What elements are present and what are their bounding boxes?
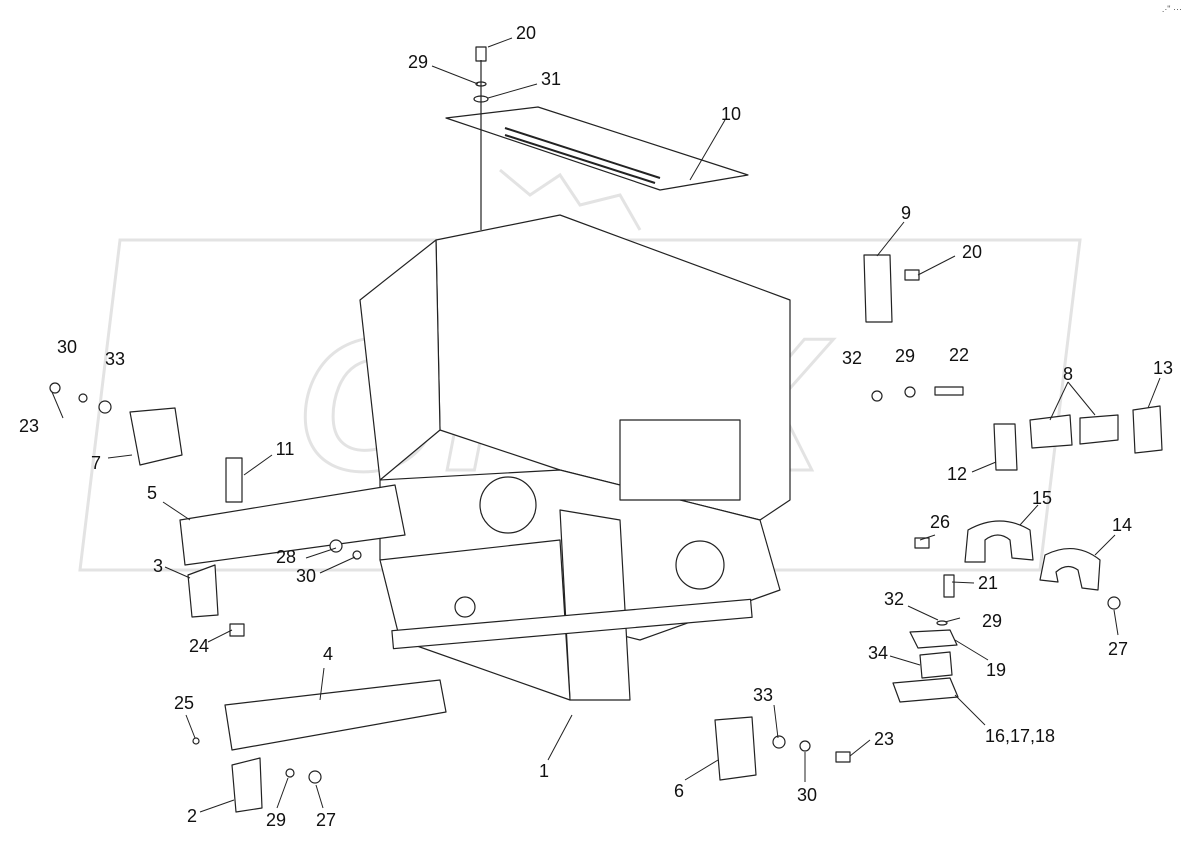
callout-27-bottom: 27 bbox=[316, 810, 336, 830]
callout-33-right: 33 bbox=[753, 685, 773, 705]
arch-14 bbox=[1039, 548, 1101, 591]
block-12 bbox=[993, 423, 1018, 471]
callout-31: 31 bbox=[541, 69, 561, 89]
plate-9 bbox=[863, 254, 893, 323]
callout-21: 21 bbox=[978, 573, 998, 593]
washer-33-left bbox=[98, 400, 112, 414]
callout-14: 14 bbox=[1112, 515, 1132, 535]
bolt-22 bbox=[934, 386, 964, 396]
guard-5 bbox=[179, 484, 406, 566]
side-piece-3 bbox=[187, 564, 219, 618]
frame-hole-right bbox=[675, 540, 725, 590]
callout-6: 6 bbox=[674, 781, 684, 801]
callout-32-upper: 32 bbox=[842, 348, 862, 368]
callout-34: 34 bbox=[868, 643, 888, 663]
pad-8b bbox=[1079, 414, 1119, 445]
bolt-25 bbox=[192, 737, 200, 745]
callout-9: 9 bbox=[901, 203, 911, 223]
pin-24 bbox=[229, 623, 245, 637]
watermark-frame bbox=[78, 238, 1082, 572]
pad-8a bbox=[1029, 414, 1073, 449]
callout-3: 3 bbox=[153, 556, 163, 576]
arch-15 bbox=[964, 520, 1034, 563]
washer-32-upper bbox=[871, 390, 883, 402]
frame-cross-tube bbox=[391, 598, 753, 650]
callout-8: 8 bbox=[1063, 364, 1073, 384]
callout-11: 11 bbox=[276, 439, 295, 459]
frame-boss bbox=[454, 596, 476, 618]
bolt-20-right bbox=[904, 269, 920, 281]
callout-1: 1 bbox=[539, 761, 549, 781]
bolt-23-right bbox=[835, 751, 851, 763]
bracket-6 bbox=[714, 716, 757, 781]
callout-10: 10 bbox=[721, 104, 741, 124]
bolt-26 bbox=[914, 537, 930, 549]
block-13 bbox=[1132, 405, 1163, 454]
washer-29-upper bbox=[904, 386, 916, 398]
main-frame-front bbox=[559, 509, 631, 701]
callout-20-right: 20 bbox=[962, 242, 982, 262]
callout-4: 4 bbox=[323, 644, 333, 664]
mount-34 bbox=[919, 651, 953, 679]
callout-5: 5 bbox=[147, 483, 157, 503]
nut-27-bottom bbox=[308, 770, 322, 784]
washer-30-right bbox=[799, 740, 811, 752]
bolt-20-top bbox=[475, 46, 487, 62]
callout-29-right: 29 bbox=[982, 611, 1002, 631]
callout-29-top: 29 bbox=[408, 52, 428, 72]
guard-4 bbox=[224, 679, 447, 751]
main-frame-left-wall bbox=[359, 239, 441, 481]
callout-30-right: 30 bbox=[797, 785, 817, 805]
frame-window bbox=[619, 419, 741, 501]
bracket-7 bbox=[129, 407, 183, 466]
washer-29-right bbox=[936, 620, 948, 626]
callout-7: 7 bbox=[91, 453, 101, 473]
frame-hole-left bbox=[479, 476, 537, 534]
washer-30-left bbox=[78, 393, 88, 403]
callout-20-top: 20 bbox=[516, 23, 536, 43]
callout-30-mid: 30 bbox=[296, 566, 316, 586]
callout-25: 25 bbox=[174, 693, 194, 713]
callout-32-lower: 32 bbox=[884, 589, 904, 609]
bracket-19 bbox=[909, 629, 958, 649]
callout-15: 15 bbox=[1032, 488, 1052, 508]
plate-16-17-18 bbox=[892, 677, 959, 703]
side-piece-2 bbox=[231, 757, 263, 813]
callout-23-left: 23 bbox=[19, 416, 39, 436]
top-cover-plate bbox=[445, 106, 749, 191]
callout-19: 19 bbox=[986, 660, 1006, 680]
bolt-21 bbox=[943, 574, 955, 598]
callout-30-left: 30 bbox=[57, 337, 77, 357]
watermark-gear-top bbox=[499, 168, 642, 231]
bolt-23-left bbox=[49, 382, 61, 394]
callout-16-17-18: 16,17,18 bbox=[985, 726, 1055, 746]
washer-33-right bbox=[772, 735, 786, 749]
callout-2: 2 bbox=[187, 806, 197, 826]
callout-27-right: 27 bbox=[1108, 639, 1128, 659]
corner-mark: .·" ··· bbox=[1161, 4, 1182, 14]
leader-lines bbox=[51, 37, 1161, 813]
nut-28 bbox=[329, 539, 343, 553]
main-frame-arm bbox=[379, 539, 571, 701]
callout-33-left: 33 bbox=[105, 349, 125, 369]
callout-26: 26 bbox=[930, 512, 950, 532]
cover-vents bbox=[504, 127, 661, 184]
callout-29-upper: 29 bbox=[895, 346, 915, 366]
callout-22: 22 bbox=[949, 345, 969, 365]
callout-24: 24 bbox=[189, 636, 209, 656]
callout-12: 12 bbox=[947, 464, 967, 484]
nut-27-right bbox=[1107, 596, 1121, 610]
callout-23-right: 23 bbox=[874, 729, 894, 749]
clip-11 bbox=[225, 457, 243, 503]
callout-13: 13 bbox=[1153, 358, 1173, 378]
washer-29-bottom bbox=[285, 768, 295, 778]
callout-29-bottom: 29 bbox=[266, 810, 286, 830]
callout-28: 28 bbox=[276, 547, 296, 567]
